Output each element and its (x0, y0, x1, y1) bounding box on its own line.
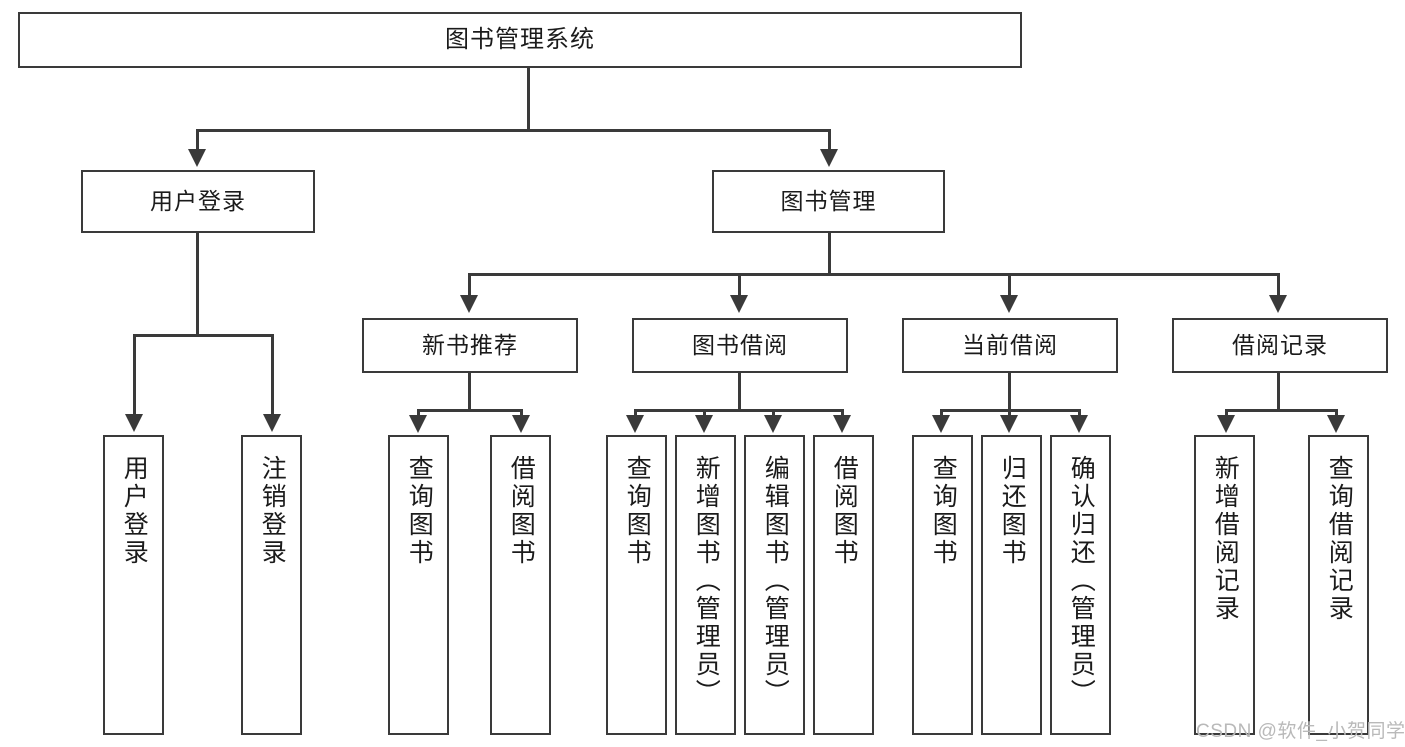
node-book-borrow[interactable]: 图书借阅 (632, 318, 848, 373)
leaf-return-book[interactable]: 归还图书 (981, 435, 1042, 735)
node-label: 查询图书 (405, 455, 434, 567)
node-label: 编辑图书（管理员） (761, 455, 790, 707)
connector-user-login-bar (133, 334, 274, 337)
arrow-to-leaf-borrow-book-2 (833, 415, 851, 433)
node-user-login[interactable]: 用户登录 (81, 170, 315, 233)
connector-bb-3 (772, 409, 775, 419)
connector-br-left (1225, 409, 1228, 419)
leaf-add-borrow-record[interactable]: 新增借阅记录 (1194, 435, 1255, 735)
connector-records-bar (1225, 409, 1338, 412)
connector-bm-to-borrow (738, 273, 741, 298)
connector-borrow-stem (738, 373, 741, 411)
leaf-confirm-return-admin[interactable]: 确认归还（管理员） (1050, 435, 1111, 735)
arrow-root-to-book-manage (820, 149, 838, 167)
arrow-to-leaf-query-book-3 (932, 415, 950, 433)
node-label: 借阅图书 (507, 455, 536, 567)
arrow-to-leaf-confirm-return (1070, 415, 1088, 433)
connector-user-login-stem (196, 233, 199, 336)
connector-records-stem (1277, 373, 1280, 411)
arrow-to-leaf-query-book-2 (626, 415, 644, 433)
connector-cb-1 (940, 409, 943, 419)
node-label: 用户登录 (120, 455, 149, 567)
connector-nb-right (520, 409, 523, 419)
node-label: 当前借阅 (962, 331, 1058, 358)
leaf-query-book-current[interactable]: 查询图书 (912, 435, 973, 735)
leaf-query-book-new-books[interactable]: 查询图书 (388, 435, 449, 735)
connector-user-login-right (271, 334, 274, 417)
connector-book-management-stem (828, 233, 831, 275)
connector-cb-3 (1078, 409, 1081, 419)
node-borrow-records[interactable]: 借阅记录 (1172, 318, 1388, 373)
node-root-library-system[interactable]: 图书管理系统 (18, 12, 1022, 68)
leaf-logout[interactable]: 注销登录 (241, 435, 302, 735)
connector-bb-1 (634, 409, 637, 419)
arrow-to-leaf-query-record (1327, 415, 1345, 433)
node-new-book-recommend[interactable]: 新书推荐 (362, 318, 578, 373)
connector-new-books-stem (468, 373, 471, 411)
leaf-query-book-borrow[interactable]: 查询图书 (606, 435, 667, 735)
connector-root-to-book-manage (828, 129, 831, 151)
node-label: 查询借阅记录 (1325, 455, 1354, 623)
connector-bm-to-records (1277, 273, 1280, 298)
arrow-to-leaf-add-book (695, 415, 713, 433)
node-label: 图书管理 (780, 187, 877, 214)
arrow-to-borrow (730, 295, 748, 313)
node-label: 图书管理系统 (445, 25, 595, 53)
arrow-to-leaf-borrow-book-1 (512, 415, 530, 433)
node-label: 新书推荐 (422, 331, 518, 358)
node-label: 新增图书（管理员） (692, 455, 721, 707)
node-label: 归还图书 (998, 455, 1027, 567)
arrow-to-leaf-query-book-1 (409, 415, 427, 433)
node-label: 借阅记录 (1232, 331, 1328, 358)
connector-bb-2 (703, 409, 706, 419)
leaf-edit-book-admin[interactable]: 编辑图书（管理员） (744, 435, 805, 735)
node-label: 图书借阅 (692, 331, 788, 358)
arrow-to-leaf-user-login (125, 414, 143, 432)
node-label: 查询图书 (929, 455, 958, 567)
arrow-to-current (1000, 295, 1018, 313)
connector-bm-to-current (1008, 273, 1011, 298)
leaf-add-book-admin[interactable]: 新增图书（管理员） (675, 435, 736, 735)
connector-nb-left (417, 409, 420, 419)
node-label: 确认归还（管理员） (1067, 455, 1096, 707)
connector-root-to-user-login (196, 129, 199, 151)
node-label: 查询图书 (623, 455, 652, 567)
connector-user-login-left (133, 334, 136, 417)
node-current-borrow[interactable]: 当前借阅 (902, 318, 1118, 373)
node-label: 用户登录 (150, 187, 246, 214)
arrow-to-leaf-edit-book (764, 415, 782, 433)
connector-book-management-bar (468, 273, 1280, 276)
connector-borrow-bar (634, 409, 844, 412)
node-label: 注销登录 (258, 455, 287, 567)
arrow-to-leaf-add-record (1217, 415, 1235, 433)
connector-cb-2 (1008, 409, 1011, 419)
connector-current-stem (1008, 373, 1011, 411)
connector-root-bar (196, 129, 831, 132)
arrow-to-leaf-logout (263, 414, 281, 432)
connector-br-right (1335, 409, 1338, 419)
node-book-management[interactable]: 图书管理 (712, 170, 945, 233)
arrow-to-new-books (460, 295, 478, 313)
leaf-query-borrow-record[interactable]: 查询借阅记录 (1308, 435, 1369, 735)
connector-new-books-bar (417, 409, 523, 412)
leaf-borrow-book[interactable]: 借阅图书 (813, 435, 874, 735)
leaf-borrow-book-new-books[interactable]: 借阅图书 (490, 435, 551, 735)
connector-bm-to-new-books (468, 273, 471, 298)
node-label: 借阅图书 (830, 455, 859, 567)
connector-root-stem (527, 68, 530, 130)
node-label: 新增借阅记录 (1211, 455, 1240, 623)
leaf-user-login[interactable]: 用户登录 (103, 435, 164, 735)
arrow-to-leaf-return-book (1000, 415, 1018, 433)
connector-bb-4 (841, 409, 844, 419)
arrow-to-records (1269, 295, 1287, 313)
arrow-root-to-user-login (188, 149, 206, 167)
